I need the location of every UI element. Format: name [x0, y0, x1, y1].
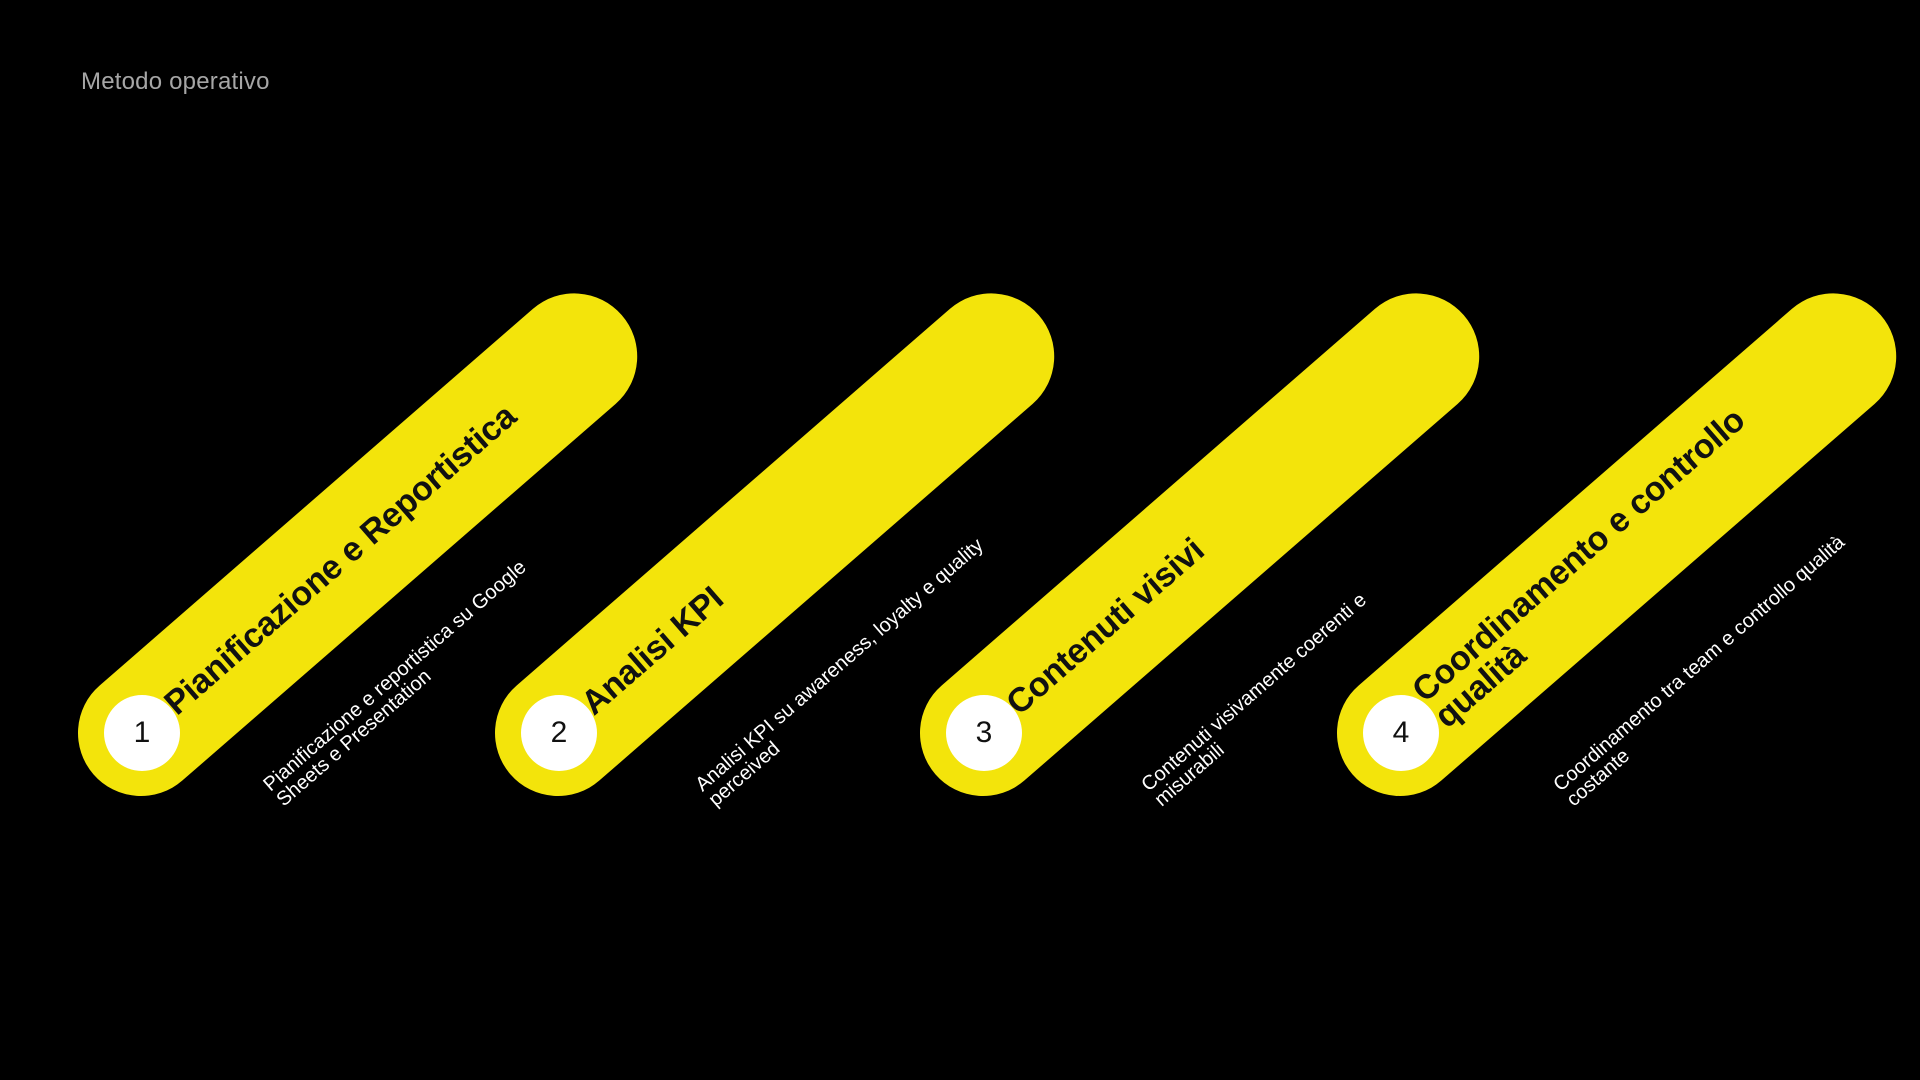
step-4-pill: Coordinamento e controllo qualità	[1311, 267, 1920, 822]
step-4-title: Coordinamento e controllo qualità	[1405, 400, 1753, 736]
page-title: Metodo operativo	[81, 68, 270, 95]
step-1-title: Pianificazione e Reportistica	[157, 396, 524, 723]
step-3-description: Contenuti visivamente coerenti e misurab…	[1137, 588, 1371, 811]
step-3-number: 3	[946, 695, 1022, 771]
step-2-title: Analisi KPI	[574, 579, 731, 723]
step-3-pill: Contenuti visivi	[894, 267, 1506, 822]
step-2-description: Analisi KPI su awareness, loyalty e qual…	[691, 534, 988, 811]
step-1-pill: Pianificazione e Reportistica	[52, 267, 664, 822]
step-4-description: Coordinamento tra team e controllo quali…	[1549, 531, 1850, 811]
step-1-number: 1	[104, 695, 180, 771]
step-2-number: 2	[521, 695, 597, 771]
step-4-number: 4	[1363, 695, 1439, 771]
step-2-pill: Analisi KPI	[469, 267, 1081, 822]
step-3-title: Contenuti visivi	[999, 530, 1212, 723]
step-1-description: Pianificazione e reportistica su Google …	[259, 556, 531, 811]
